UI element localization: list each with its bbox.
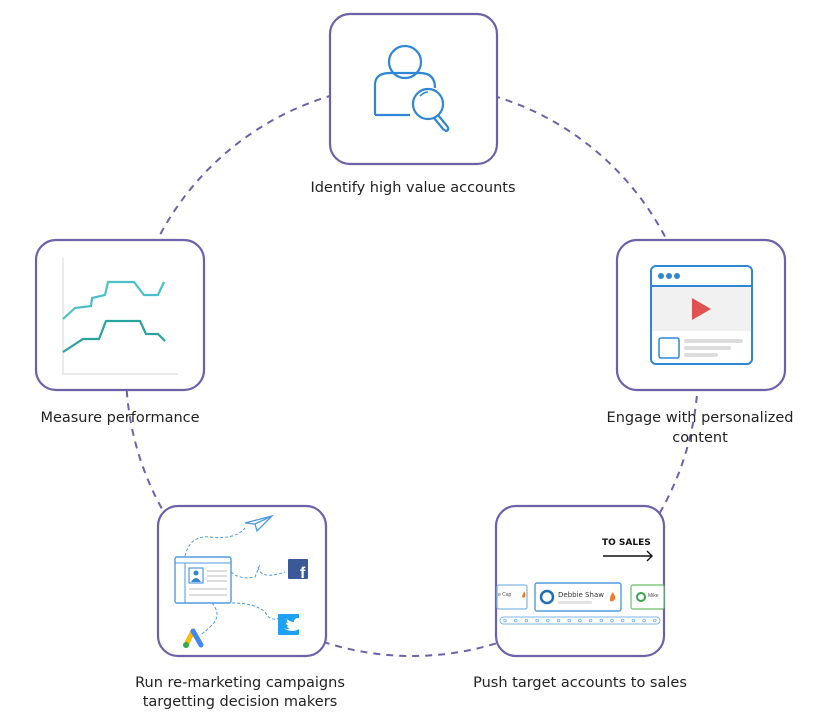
belt-dot [653,618,657,623]
belt-dot [620,618,625,623]
belt-dot [556,618,561,623]
line-chart-icon [62,258,178,375]
belt-dot [503,618,507,623]
fire-icon [610,592,616,602]
step-label: Measure performance [40,410,199,426]
step-label: Run re-marketing campaigns [135,675,345,691]
svg-text:f: f [300,565,306,582]
card-name: Debbie Shaw [558,591,604,599]
step-label: Engage with personalized [607,410,794,426]
belt-dot [588,618,593,623]
step-engage: Engage with personalized content [607,238,794,446]
step-identify: Identify high value accounts [310,12,516,196]
belt-dot [567,618,571,623]
arrow-right-icon [603,550,653,562]
step-label: Identify high value accounts [310,180,515,196]
step-measure: Measure performance [34,238,206,426]
play-icon [692,298,711,320]
user-search-icon [373,44,450,133]
to-sales-heading: TO SALES [602,538,651,548]
belt-dot [546,618,550,623]
google-ads-icon [183,628,204,648]
campaign-channels-icon: f [174,514,308,648]
belt-dot [599,618,604,623]
video-page-icon [650,265,753,365]
step-remarket: f Run re-marketing campaigns targetting … [135,504,345,710]
paper-plane-icon [244,514,275,533]
belt-dot [524,618,529,623]
step-label: Push target accounts to sales [473,675,687,691]
card-name: e Cap [498,592,512,598]
avatar [539,589,555,605]
belt-dot [631,618,636,623]
sales-conveyor-icon: TO SALES e Cap Debbie Shaw Mike [496,538,665,625]
belt-dot [610,618,614,623]
step-label: content [672,430,728,446]
belt-dot [642,618,646,623]
step-push: TO SALES e Cap Debbie Shaw Mike Push tar… [473,504,687,691]
card-name: Mike [648,593,659,599]
belt-dot [535,618,539,623]
step-label: targetting decision makers [143,694,338,710]
facebook-icon [288,559,308,579]
belt-dot [578,618,582,623]
belt-dot [513,618,518,623]
